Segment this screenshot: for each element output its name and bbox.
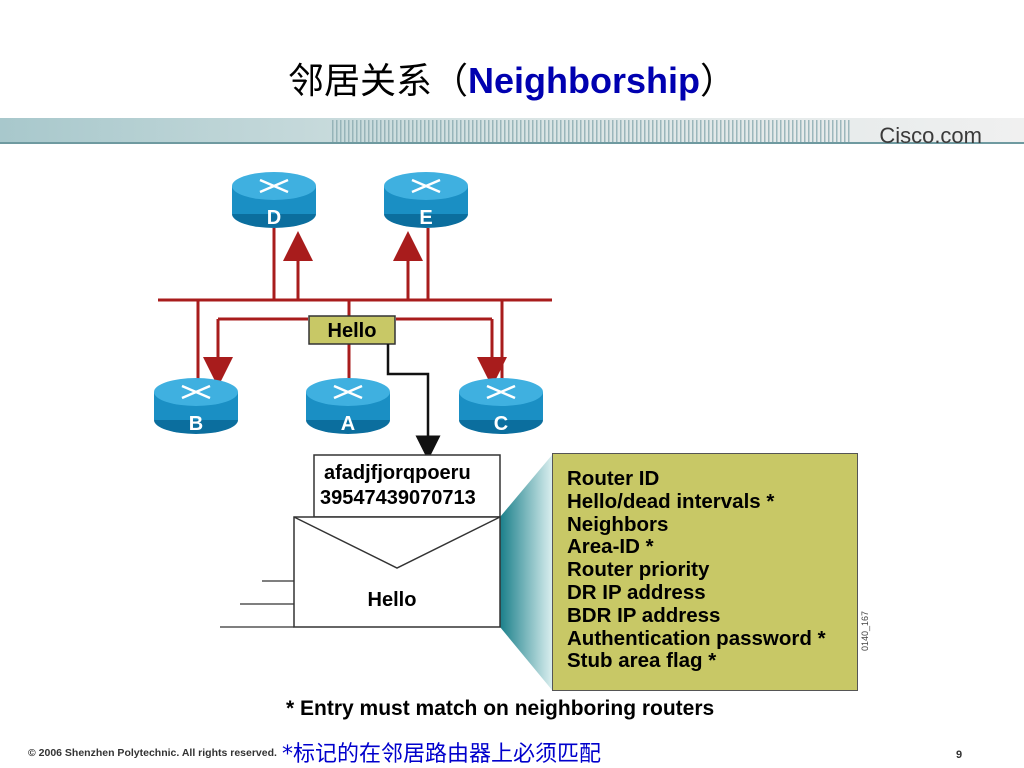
- page-number: 9: [956, 749, 963, 761]
- router-d-arrows-icon: [259, 178, 289, 194]
- router-c-label: C: [494, 413, 508, 435]
- title-cn: 邻居关系（: [287, 61, 468, 102]
- chinese-note: *标记的在邻居路由器上必须匹配: [282, 742, 602, 767]
- hello-packet-box: [308, 315, 396, 345]
- expansion-wedge: [500, 455, 552, 690]
- router-b-arrows-icon: [181, 384, 211, 400]
- hello-packet-label: Hello: [328, 320, 377, 342]
- router-b: B: [154, 378, 238, 435]
- packet-pointer: [386, 344, 441, 461]
- field-area-id: Area-ID *: [567, 535, 654, 559]
- field-router-priority: Router priority: [567, 558, 710, 582]
- field-router-id: Router ID: [567, 467, 660, 490]
- hello-arrows: [203, 231, 507, 387]
- router-a-label: A: [341, 413, 355, 435]
- router-e-arrows-icon: [411, 178, 441, 194]
- router-d-label: D: [267, 207, 281, 229]
- envelope-label: Hello: [368, 589, 417, 611]
- title-close: ）: [700, 61, 737, 102]
- field-bdr-ip: BDR IP address: [567, 603, 721, 627]
- field-neighbors: Neighbors: [567, 512, 669, 536]
- router-c: C: [459, 378, 543, 435]
- copyright: © 2006 Shenzhen Polytechnic. All rights …: [28, 747, 277, 759]
- slide-title: 邻居关系（Neighborship）: [0, 52, 1024, 104]
- field-dr-ip: DR IP address: [567, 580, 706, 604]
- packet-line1: afadjfjorqpoeru: [324, 462, 471, 484]
- hello-fields-panel: Router ID Hello/dead intervals * Neighbo…: [552, 453, 858, 691]
- router-d: D: [232, 172, 316, 229]
- banner-stripe: [0, 118, 1024, 144]
- router-e: E: [384, 172, 468, 229]
- match-note: * Entry must match on neighboring router…: [286, 697, 715, 720]
- field-stub-flag: Stub area flag *: [567, 649, 717, 673]
- title-en: Neighborship: [468, 60, 700, 101]
- router-b-label: B: [189, 413, 203, 435]
- router-e-label: E: [419, 207, 432, 229]
- packet-header: [313, 454, 501, 518]
- ethernet-segment: [158, 228, 552, 383]
- router-c-arrows-icon: [486, 384, 516, 400]
- figure-code: 0140_167: [860, 610, 870, 651]
- router-a-arrows-icon: [333, 384, 363, 400]
- packet-line2: 39547439070713: [320, 487, 476, 509]
- field-auth-password: Authentication password *: [567, 626, 826, 650]
- cisco-logo: Cisco.com: [879, 123, 982, 148]
- router-a: A: [306, 378, 390, 435]
- field-hello-dead: Hello/dead intervals *: [567, 489, 775, 513]
- hello-envelope: [220, 516, 501, 628]
